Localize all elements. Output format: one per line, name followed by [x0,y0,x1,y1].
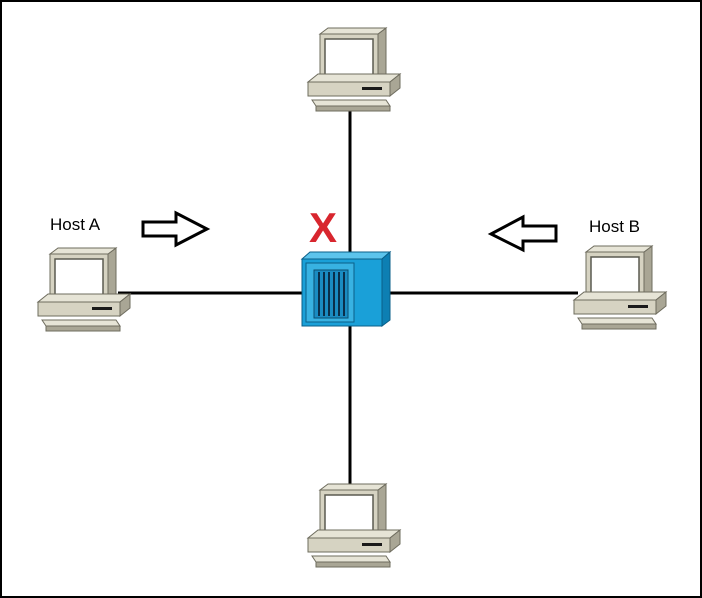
left-arrow-icon [487,214,558,253]
bottom-host-computer-icon [307,483,401,568]
blocked-x-marker: X [309,204,337,251]
host-b-computer-icon [573,245,667,330]
host-a-computer-icon [37,247,131,332]
right-arrow-icon [141,210,211,248]
top-host-computer-icon [307,27,401,112]
host-a-label: Host A [50,215,101,234]
hub-icon [300,250,392,327]
host-b-label: Host B [589,217,640,236]
